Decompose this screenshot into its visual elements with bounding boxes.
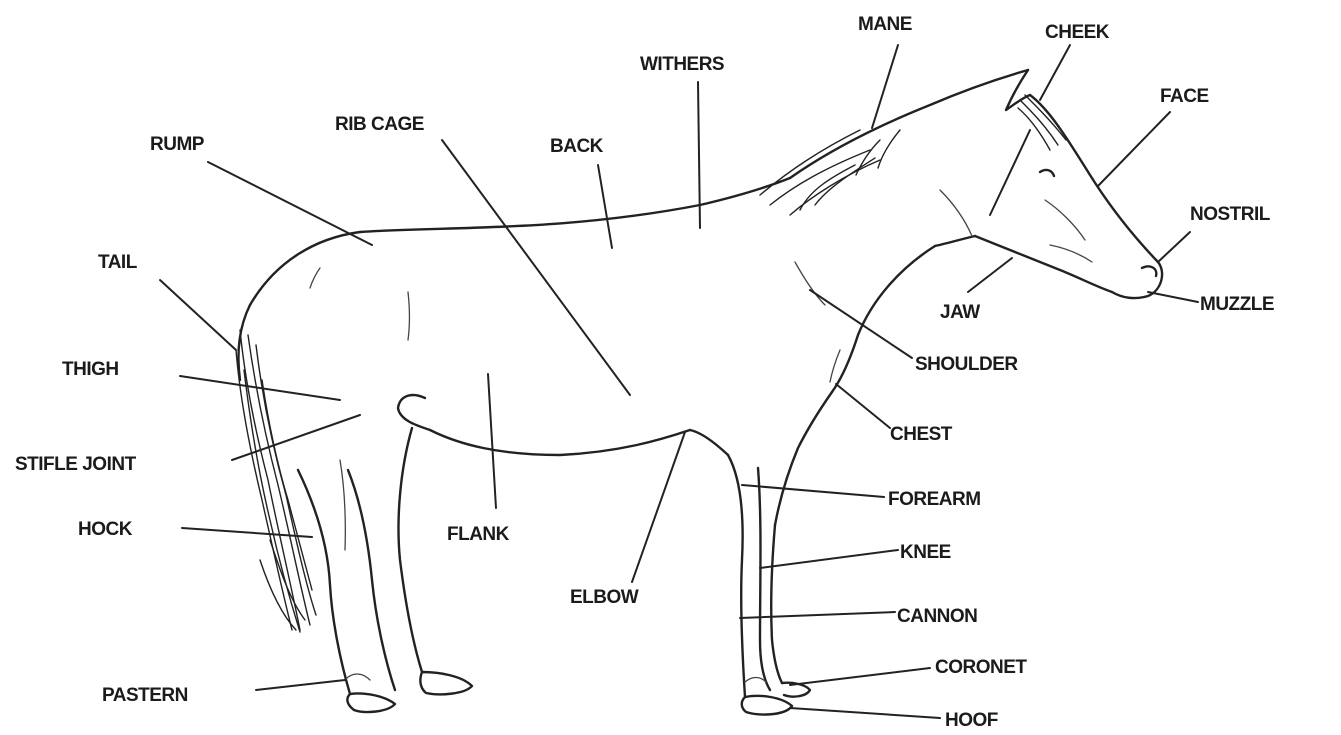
label-jaw: JAW [940, 302, 980, 323]
label-shoulder: SHOULDER [915, 354, 1018, 375]
leader-cheek [1040, 45, 1070, 100]
leader-knee [760, 550, 898, 568]
label-knee: KNEE [900, 542, 951, 563]
label-forearm: FOREARM [888, 489, 981, 510]
leader-forearm [742, 485, 884, 497]
label-coronet: CORONET [935, 657, 1027, 678]
label-back: BACK [550, 136, 604, 157]
label-stifle-joint: STIFLE JOINT [15, 454, 137, 475]
leader-muzzle [1148, 292, 1198, 302]
label-mane: MANE [858, 14, 912, 35]
leader-mane [872, 45, 898, 128]
label-face: FACE [1160, 86, 1209, 107]
leader-thigh [180, 376, 340, 400]
label-withers: WITHERS [640, 54, 724, 75]
leader-face [1098, 112, 1170, 186]
label-flank: FLANK [447, 524, 510, 545]
leader-rib-cage [442, 140, 630, 395]
leader-cannon [740, 612, 895, 618]
leader-chest [836, 384, 890, 428]
leader-shoulder [810, 290, 912, 358]
leader-rump [208, 162, 372, 245]
leader-hock [182, 528, 312, 537]
label-cannon: CANNON [897, 606, 977, 627]
label-rump: RUMP [150, 134, 205, 155]
label-hoof: HOOF [945, 710, 998, 731]
leader-pastern [256, 680, 345, 690]
label-rib-cage: RIB CAGE [335, 114, 424, 135]
leader-nostril [1158, 232, 1190, 262]
leader-back [598, 165, 612, 248]
leader-lines [160, 45, 1198, 718]
label-thigh: THIGH [62, 359, 119, 380]
leader-cheek-inner [990, 130, 1030, 215]
label-pastern: PASTERN [102, 685, 188, 706]
label-tail: TAIL [98, 252, 138, 273]
label-hock: HOCK [78, 519, 133, 540]
leader-elbow [632, 432, 685, 582]
label-cheek: CHEEK [1045, 22, 1110, 43]
leader-tail [160, 280, 236, 350]
label-elbow: ELBOW [570, 587, 639, 608]
part-labels: MANE CHEEK WITHERS FACE RIB CAGE RUMP BA… [15, 14, 1274, 731]
label-chest: CHEST [890, 424, 953, 445]
leader-coronet [790, 668, 930, 685]
label-muzzle: MUZZLE [1200, 294, 1274, 315]
leader-jaw [968, 258, 1012, 292]
leader-flank [488, 374, 496, 508]
leader-hoof [790, 708, 940, 718]
label-nostril: NOSTRIL [1190, 204, 1271, 225]
